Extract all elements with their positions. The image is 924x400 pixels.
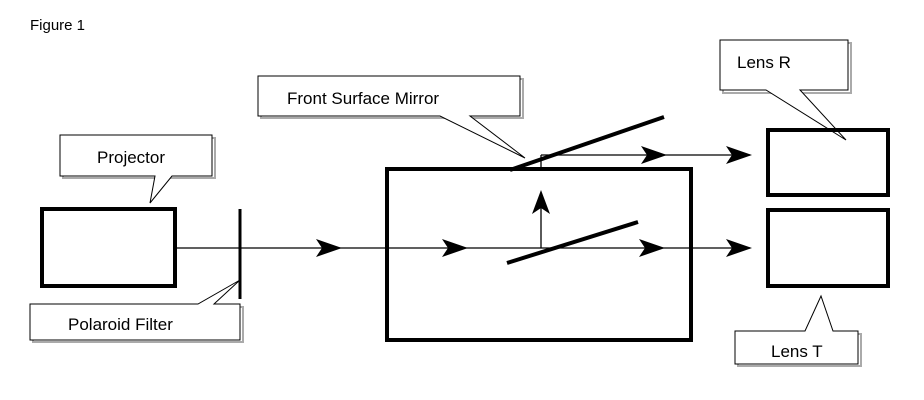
front-surface-mirror-callout: Front Surface Mirror bbox=[257, 75, 526, 159]
projector-label: Projector bbox=[97, 148, 165, 167]
lens-r-callout-box bbox=[719, 39, 849, 141]
beam-splitter-mirror bbox=[506, 220, 639, 265]
figure-title: Figure 1 bbox=[30, 17, 85, 34]
lens-r-box bbox=[766, 128, 890, 197]
lens-t-callout-box bbox=[734, 294, 859, 365]
arrow-main-1 bbox=[316, 239, 342, 257]
front-surface-mirror-callout-box bbox=[257, 75, 526, 159]
projector-callout-box bbox=[59, 134, 213, 204]
lens-r-callout: Lens R bbox=[719, 39, 852, 141]
arrow-upper-2 bbox=[726, 146, 752, 164]
front-surface-mirror-label: Front Surface Mirror bbox=[287, 89, 439, 108]
arrow-upper-1 bbox=[641, 146, 667, 164]
polaroid-filter-callout-box bbox=[29, 279, 241, 341]
arrow-main-2 bbox=[442, 239, 468, 257]
projector-callout: Projector bbox=[59, 134, 216, 204]
arrow-vertical-up bbox=[532, 190, 550, 214]
lens-r-label: Lens R bbox=[737, 53, 791, 72]
arrow-main-3 bbox=[639, 239, 665, 257]
projector-box bbox=[40, 207, 177, 288]
polaroid-filter-label: Polaroid Filter bbox=[68, 315, 173, 334]
arrow-main-4 bbox=[726, 239, 752, 257]
polaroid-filter-callout: Polaroid Filter bbox=[29, 279, 244, 343]
lens-t-box bbox=[766, 208, 890, 288]
beam-splitter-housing bbox=[385, 167, 693, 342]
front-surface-mirror bbox=[509, 115, 665, 172]
lens-t-callout: Lens T bbox=[734, 294, 862, 367]
lens-t-label: Lens T bbox=[771, 342, 823, 361]
